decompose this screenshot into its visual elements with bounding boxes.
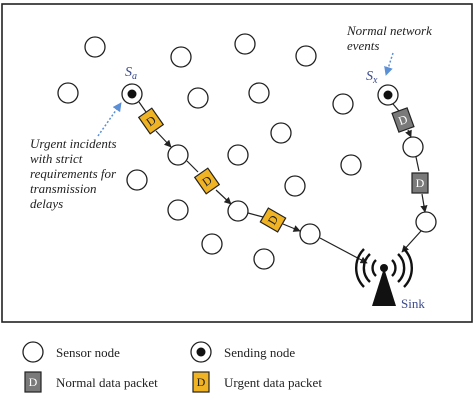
legend-sending-icon [190,341,212,363]
legend-urgent-packet-label: Urgent data packet [224,375,322,390]
source-sa-label: Sa [125,65,137,82]
annotation-arrow [97,102,122,137]
annotation-normal-events: Normal network events [346,23,435,53]
sensor-node [167,199,189,221]
legend-sensor-label: Sensor node [56,345,120,360]
annotation-arrow [384,52,394,76]
sensor-node [340,154,362,176]
legend-normal-packet-label: Normal data packet [56,375,158,390]
sensor-node [84,36,106,58]
svg-text:D: D [29,375,38,389]
sensor-node [126,169,148,191]
svg-text:D: D [416,176,425,190]
urgent-packet: D [193,167,221,195]
relay-node [299,223,321,245]
sensor-node [57,82,79,104]
source-sx-label: Sx [366,69,378,86]
relay-node [402,136,424,158]
sensor-node [227,144,249,166]
annotation-urgent-incidents: Urgent incidents with strict requirement… [30,136,120,211]
diagram-frame [1,3,473,323]
sensor-node [170,46,192,68]
normal-packet: D [391,107,415,133]
sending-node-sx [377,84,399,106]
urgent-packet: D [137,107,165,135]
sensor-node [201,233,223,255]
relay-node [167,144,189,166]
sensor-node [284,175,306,197]
legend: Sensor node Sending node D Normal data p… [22,341,322,393]
sensor-node [295,45,317,67]
relay-node [415,211,437,233]
sensor-node [332,93,354,115]
normal-packet: D [411,172,429,194]
svg-text:D: D [197,375,206,389]
legend-sending-label: Sending node [224,345,295,360]
sink-tower-icon [354,248,414,306]
relay-node [227,200,249,222]
sensor-node [234,33,256,55]
sink-label: Sink [401,296,425,311]
sensor-node [187,87,209,109]
sensor-node [248,82,270,104]
sensor-node [270,122,292,144]
urgent-packet: D [259,207,287,233]
legend-normal-packet-icon: D [24,371,42,393]
legend-sensor-icon [22,341,44,363]
legend-urgent-packet-icon: D [192,371,210,393]
sending-node-sa [121,83,143,105]
sensor-node [253,248,275,270]
